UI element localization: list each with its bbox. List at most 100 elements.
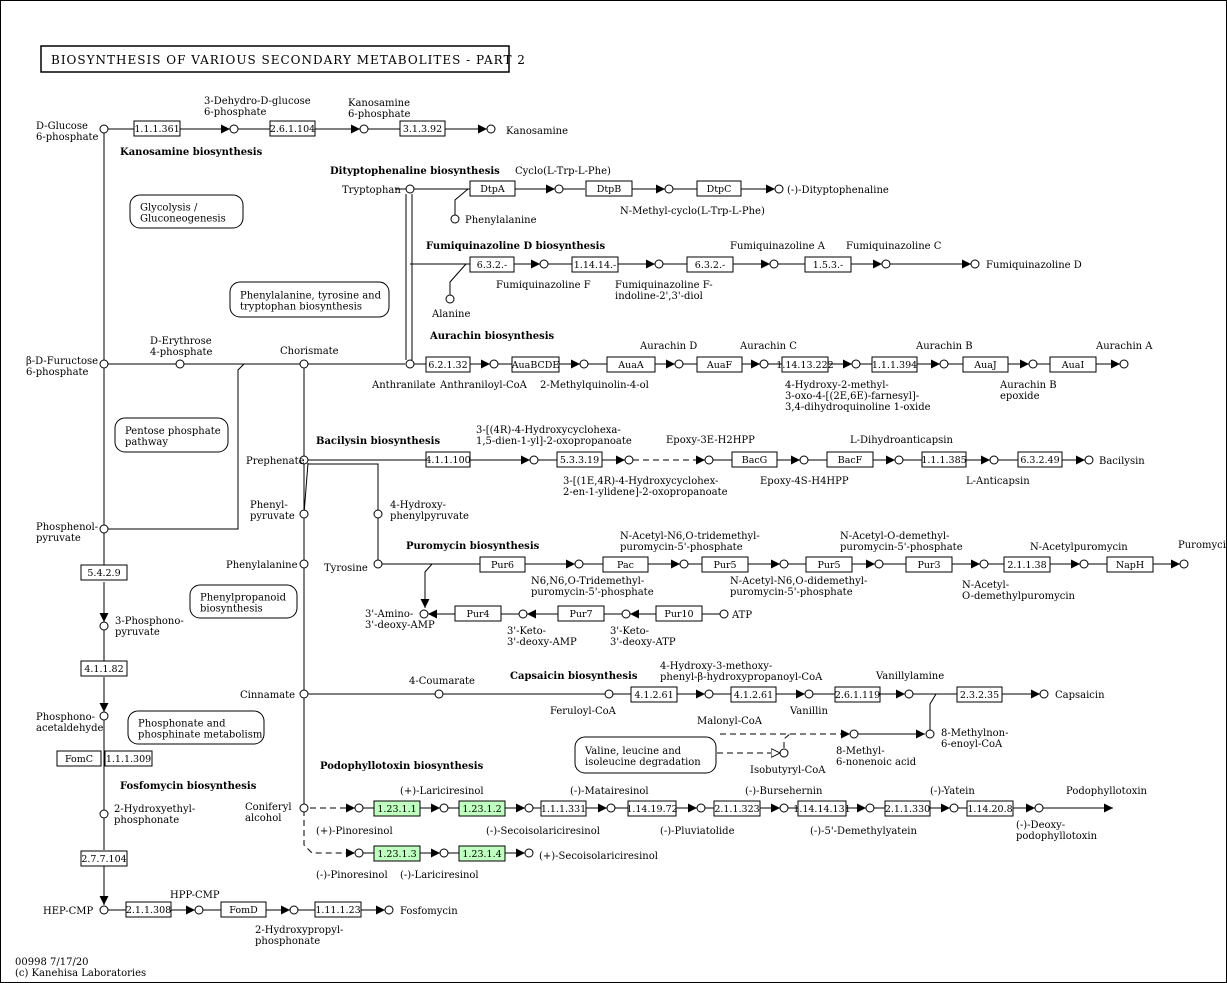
- compound-node[interactable]: [299, 689, 309, 699]
- enzyme-1-1-1-361[interactable]: 1.1.1.361: [133, 120, 181, 137]
- enzyme-1-1-1-385[interactable]: 1.1.1.385: [921, 451, 967, 468]
- enzyme-auaf[interactable]: AuaF: [696, 356, 743, 373]
- compound-node[interactable]: [759, 359, 769, 369]
- compound-node[interactable]: [434, 689, 444, 699]
- enzyme-pur6[interactable]: Pur6: [479, 556, 526, 573]
- enzyme-pur10[interactable]: Pur10: [655, 605, 703, 622]
- compound-node[interactable]: [779, 748, 789, 758]
- compound-node[interactable]: [450, 214, 460, 224]
- compound-node[interactable]: [881, 259, 891, 269]
- enzyme-1-23-1-2[interactable]: 1.23.1.2: [458, 800, 506, 817]
- enzyme-5-4-2-9[interactable]: 5.4.2.9: [80, 564, 128, 581]
- compound-node[interactable]: [289, 905, 299, 915]
- enzyme-pur7[interactable]: Pur7: [557, 605, 605, 622]
- enzyme-pur5[interactable]: Pur5: [701, 556, 749, 573]
- enzyme-1-14-14[interactable]: 1.14.14.-: [571, 256, 619, 273]
- compound-node[interactable]: [769, 259, 779, 269]
- compound-node[interactable]: [1028, 359, 1038, 369]
- compound-node[interactable]: [99, 809, 109, 819]
- compound-node[interactable]: [774, 184, 784, 194]
- compound-node[interactable]: [359, 124, 369, 134]
- compound-node[interactable]: [606, 803, 616, 813]
- compound-node[interactable]: [354, 848, 364, 858]
- enzyme-1-5-3[interactable]: 1.5.3.-: [804, 256, 852, 273]
- enzyme-2-1-1-323[interactable]: 2.1.1.323: [713, 800, 761, 817]
- compound-node[interactable]: [696, 803, 706, 813]
- compound-node[interactable]: [849, 729, 859, 739]
- compound-node[interactable]: [1084, 455, 1094, 465]
- enzyme-auaa[interactable]: AuaA: [606, 356, 656, 373]
- compound-node[interactable]: [799, 455, 809, 465]
- enzyme-2-1-1-330[interactable]: 2.1.1.330: [884, 800, 931, 817]
- enzyme-1-11-1-23[interactable]: 1.11.1.23: [314, 901, 362, 918]
- compound-node[interactable]: [539, 259, 549, 269]
- enzyme-5-3-3-19[interactable]: 5.3.3.19: [556, 451, 603, 468]
- enzyme-bacf[interactable]: BacF: [826, 451, 874, 468]
- enzyme-1-14-13-222[interactable]: 1.14.13.222: [776, 356, 834, 373]
- compound-node[interactable]: [904, 689, 914, 699]
- compound-node[interactable]: [925, 729, 935, 739]
- compound-node[interactable]: [384, 905, 394, 915]
- compound-node[interactable]: [299, 559, 309, 569]
- enzyme-3-1-3-92[interactable]: 3.1.3.92: [399, 120, 446, 137]
- enzyme-4-1-1-82[interactable]: 4.1.1.82: [80, 660, 128, 677]
- compound-node[interactable]: [99, 524, 109, 534]
- compound-node[interactable]: [445, 294, 455, 304]
- compound-node[interactable]: [779, 559, 789, 569]
- enzyme-2-3-2-35[interactable]: 2.3.2.35: [956, 686, 1003, 703]
- compound-node[interactable]: [970, 259, 980, 269]
- compound-node[interactable]: [299, 359, 309, 369]
- enzyme-1-14-20-8[interactable]: 1.14.20.8: [966, 800, 1014, 817]
- enzyme-1-14-14-131[interactable]: 1.14.14.131: [793, 800, 851, 817]
- enzyme-2-6-1-119[interactable]: 2.6.1.119: [834, 686, 881, 703]
- enzyme-dtpa[interactable]: DtpA: [469, 180, 516, 197]
- compound-node[interactable]: [664, 184, 674, 194]
- enzyme-6-3-2[interactable]: 6.3.2.-: [469, 256, 515, 273]
- enzyme-2-6-1-104[interactable]: 2.6.1.104: [269, 120, 316, 137]
- compound-node[interactable]: [419, 609, 429, 619]
- enzyme-auai[interactable]: AuaI: [1049, 356, 1097, 373]
- compound-node[interactable]: [229, 124, 239, 134]
- enzyme-4-1-1-100[interactable]: 4.1.1.100: [425, 451, 471, 468]
- compound-node[interactable]: [704, 455, 714, 465]
- compound-node[interactable]: [874, 559, 884, 569]
- enzyme-dtpc[interactable]: DtpC: [696, 180, 742, 197]
- enzyme-pur5[interactable]: Pur5: [805, 556, 853, 573]
- compound-node[interactable]: [989, 455, 999, 465]
- enzyme-2-1-1-308[interactable]: 2.1.1.308: [125, 901, 172, 918]
- compound-node[interactable]: [1034, 803, 1044, 813]
- compound-node[interactable]: [194, 905, 204, 915]
- enzyme-auabcde[interactable]: AuaBCDE: [511, 356, 560, 373]
- compound-node[interactable]: [99, 621, 109, 631]
- compound-node[interactable]: [554, 184, 564, 194]
- enzyme-bacg[interactable]: BacG: [731, 451, 778, 468]
- enzyme-dtpb[interactable]: DtpB: [585, 180, 633, 197]
- compound-node[interactable]: [1119, 359, 1129, 369]
- compound-node[interactable]: [604, 689, 614, 699]
- compound-node[interactable]: [624, 455, 634, 465]
- compound-node[interactable]: [489, 359, 499, 369]
- compound-node[interactable]: [851, 359, 861, 369]
- compound-node[interactable]: [175, 359, 185, 369]
- compound-node[interactable]: [579, 359, 589, 369]
- compound-node[interactable]: [518, 609, 528, 619]
- compound-node[interactable]: [939, 359, 949, 369]
- compound-node[interactable]: [894, 455, 904, 465]
- compound-node[interactable]: [524, 848, 534, 858]
- compound-node[interactable]: [99, 711, 109, 721]
- enzyme-4-1-2-61[interactable]: 4.1.2.61: [630, 686, 678, 703]
- compound-node[interactable]: [865, 803, 875, 813]
- enzyme-pur4[interactable]: Pur4: [454, 605, 502, 622]
- compound-node[interactable]: [779, 803, 789, 813]
- compound-node[interactable]: [99, 905, 109, 915]
- enzyme-1-23-1-1[interactable]: 1.23.1.1: [373, 800, 421, 817]
- compound-node[interactable]: [679, 559, 689, 569]
- compound-node[interactable]: [719, 609, 729, 619]
- enzyme-4-1-2-61[interactable]: 4.1.2.61: [730, 686, 777, 703]
- enzyme-naph[interactable]: NapH: [1106, 556, 1154, 573]
- enzyme-1-1-1-309[interactable]: 1.1.1.309: [104, 750, 153, 767]
- enzyme-fomd[interactable]: FomD: [220, 901, 267, 918]
- compound-node[interactable]: [439, 803, 449, 813]
